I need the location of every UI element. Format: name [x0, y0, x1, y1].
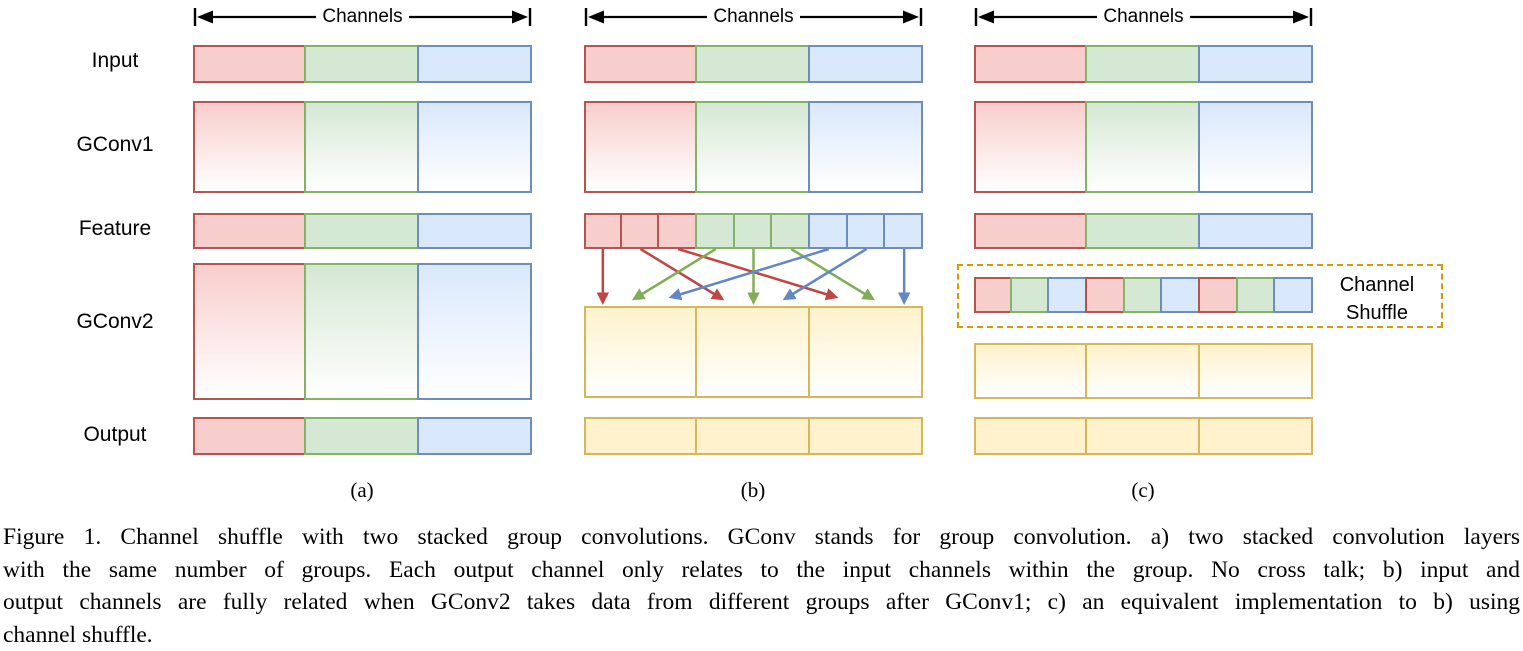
- shuffle-arrow-blue-7: [782, 247, 868, 301]
- panel-b-feature-cell-blue-8: [883, 213, 923, 249]
- row-label-gconv1: GConv1: [76, 133, 154, 156]
- channels-arrow-a: Channels: [193, 6, 532, 28]
- panel-a-feature-block-blue-2: [417, 213, 532, 249]
- panel-b-input-block-red-0: [584, 45, 697, 83]
- panel-c-shuffle-cell-green-1: [1010, 277, 1049, 313]
- caption-line: output channels are fully related when G…: [3, 589, 1520, 615]
- shuffle-arrows-icon: [596, 247, 911, 305]
- panel-c-output-block-yellow-0: [974, 417, 1087, 455]
- panel-b-feature-cell-red-1: [620, 213, 659, 249]
- panel-c-shuffle-cell-green-7: [1236, 277, 1275, 313]
- panel-c-gconv1-block-green-1: [1085, 101, 1200, 193]
- panel-c-gconv1-block-red-0: [974, 101, 1087, 193]
- panel-c-shuffle-cell-blue-8: [1273, 277, 1313, 313]
- panel-b-feature-cell-green-3: [695, 213, 735, 249]
- channel-shuffle-box: [957, 264, 1443, 328]
- panel-label-a: (a): [350, 478, 374, 502]
- panel-c-gconv2-block-yellow-2: [1198, 343, 1313, 399]
- panel-b-feature-cell-blue-6: [808, 213, 848, 249]
- channels-label: Channels: [584, 6, 923, 28]
- channel-shuffle-label: Channel Shuffle: [1317, 271, 1437, 327]
- panel-c-shuffle-cell-red-6: [1198, 277, 1238, 313]
- panel-c-shuffle-cell-red-3: [1085, 277, 1125, 313]
- panel-a-output-block-blue-2: [417, 417, 532, 455]
- panel-a-gconv2-block-blue-2: [417, 263, 532, 400]
- panel-label-c: (c): [1131, 478, 1155, 502]
- channels-arrow-b: Channels: [584, 6, 923, 28]
- panel-b-feature-cell-green-4: [733, 213, 772, 249]
- panel-b-output-block-yellow-0: [584, 417, 697, 455]
- row-label-output: Output: [83, 423, 147, 446]
- panel-a-input-block-green-1: [304, 45, 419, 83]
- panel-c-feature-block-green-1: [1085, 213, 1200, 249]
- panel-c-input-block-red-0: [974, 45, 1087, 83]
- panel-c-input-block-blue-2: [1198, 45, 1313, 83]
- panel-a-gconv1-block-green-1: [304, 101, 419, 193]
- caption-line: channel shuffle.: [3, 621, 153, 648]
- panel-b-gconv2-block-yellow-1: [695, 306, 810, 398]
- panel-a-feature-block-red-0: [193, 213, 306, 249]
- row-label-feature: Feature: [78, 217, 152, 240]
- channel-shuffle-label-line2: Shuffle: [1346, 302, 1408, 324]
- panel-b-output-block-yellow-1: [695, 417, 810, 455]
- panel-b-gconv1-block-red-0: [584, 101, 697, 193]
- channels-arrow-c: Channels: [974, 6, 1313, 28]
- panel-b-output-block-yellow-2: [808, 417, 923, 455]
- row-label-input: Input: [91, 49, 139, 72]
- shuffle-arrow-blue-6: [668, 247, 830, 301]
- panel-c-shuffle-cell-blue-5: [1160, 277, 1200, 313]
- channels-label: Channels: [974, 6, 1313, 28]
- panel-b-input-block-green-1: [695, 45, 810, 83]
- panel-a-output-block-green-1: [304, 417, 419, 455]
- panel-label-b: (b): [740, 478, 766, 502]
- panel-c-gconv1-block-blue-2: [1198, 101, 1313, 193]
- panel-b-gconv1-block-green-1: [695, 101, 810, 193]
- panel-c-input-block-green-1: [1085, 45, 1200, 83]
- figure-caption: Figure 1. Channel shuffle with two stack…: [3, 521, 1520, 651]
- panel-a-gconv1-block-red-0: [193, 101, 306, 193]
- panel-c-feature-block-red-0: [974, 213, 1087, 249]
- panel-b-input-block-blue-2: [808, 45, 923, 83]
- panel-c-feature-block-blue-2: [1198, 213, 1313, 249]
- panel-a-gconv1-block-blue-2: [417, 101, 532, 193]
- panel-a-feature-block-green-1: [304, 213, 419, 249]
- panel-b-gconv2-block-yellow-2: [808, 306, 923, 398]
- shuffle-arrow-green-3: [631, 247, 717, 301]
- panel-a-output-block-red-0: [193, 417, 306, 455]
- panel-c-shuffle-cell-green-4: [1123, 277, 1162, 313]
- row-label-gconv2: GConv2: [76, 310, 154, 333]
- panel-c-shuffle-cell-blue-2: [1047, 277, 1087, 313]
- panel-b-gconv1-block-blue-2: [808, 101, 923, 193]
- panel-b-feature-cell-red-0: [584, 213, 622, 249]
- channels-label: Channels: [193, 6, 532, 28]
- caption-line: with the same number of groups. Each out…: [3, 556, 1520, 583]
- panel-c-output-block-yellow-1: [1085, 417, 1200, 455]
- panel-b-feature-cell-green-5: [770, 213, 810, 249]
- panel-a-input-block-red-0: [193, 45, 306, 83]
- panel-a-input-block-blue-2: [417, 45, 532, 83]
- panel-c-gconv2-block-yellow-1: [1085, 343, 1200, 399]
- panel-c-output-block-yellow-2: [1198, 417, 1313, 455]
- panel-b-feature-cell-red-2: [657, 213, 697, 249]
- panel-c-shuffle-cell-red-0: [974, 277, 1012, 313]
- caption-line: Figure 1. Channel shuffle with two stack…: [3, 524, 1520, 550]
- channel-shuffle-label-line1: Channel: [1339, 274, 1415, 296]
- panel-a-gconv2-block-green-1: [304, 263, 419, 400]
- panel-b-gconv2-block-yellow-0: [584, 306, 697, 398]
- panel-c-gconv2-block-yellow-0: [974, 343, 1087, 399]
- panel-b-feature-cell-blue-7: [846, 213, 885, 249]
- panel-a-gconv2-block-red-0: [193, 263, 306, 400]
